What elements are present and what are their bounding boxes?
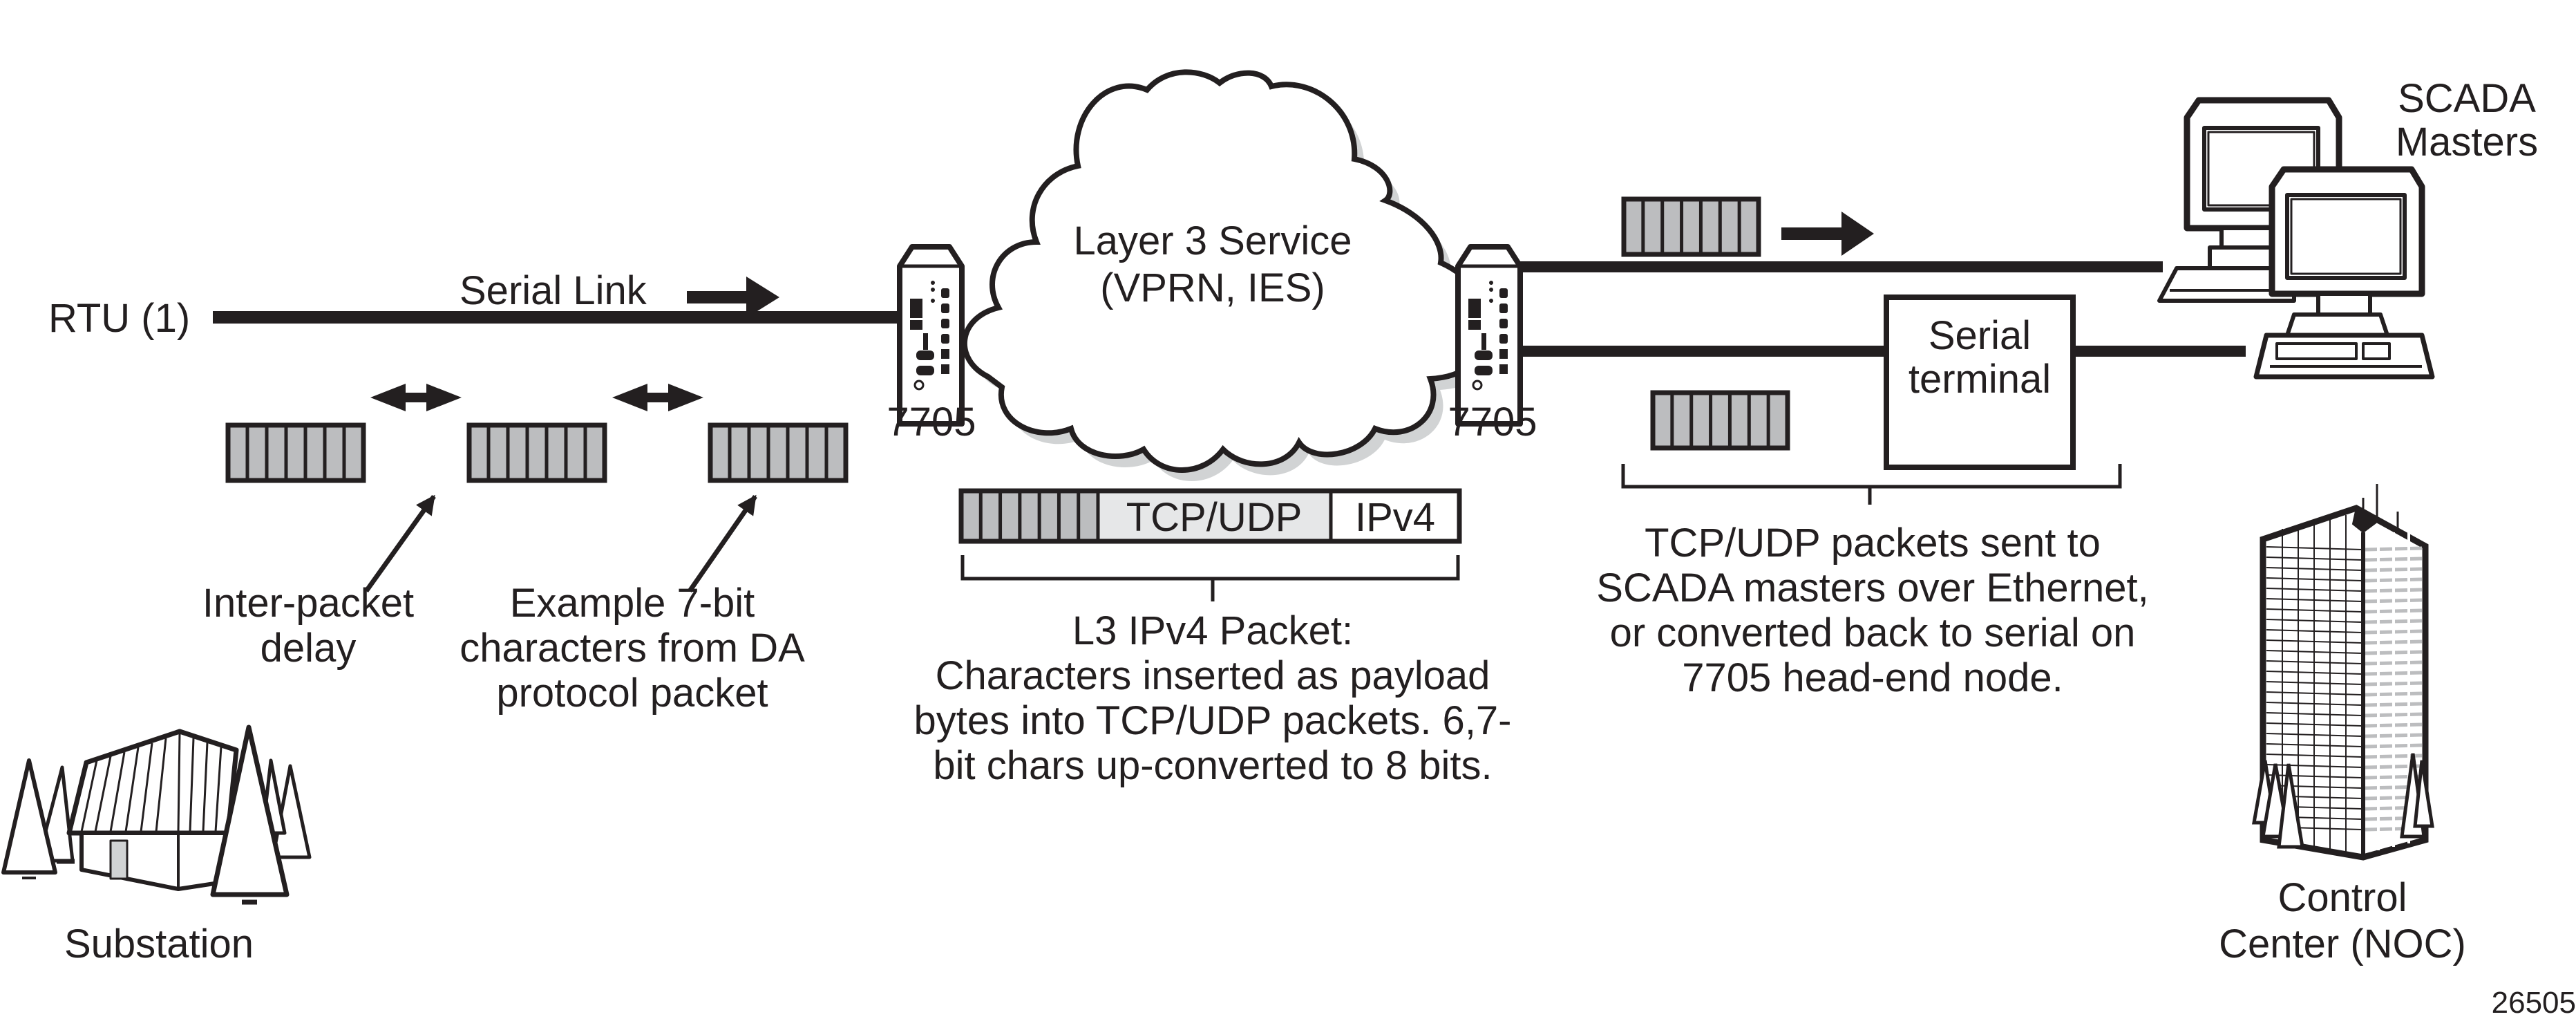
svg-text:7705 head-end node.: 7705 head-end node. bbox=[1682, 655, 2063, 700]
serial-character-packet bbox=[225, 422, 366, 483]
svg-text:or converted back to serial on: or converted back to serial on bbox=[1610, 610, 2136, 655]
example-chars-caption: Example 7-bit characters from DA protoco… bbox=[460, 581, 805, 716]
inter-packet-delay-arrow-icon bbox=[612, 384, 703, 411]
scada-masters-label: SCADA Masters bbox=[2396, 76, 2538, 165]
left-node-label: 7705 bbox=[887, 400, 976, 445]
svg-text:Serial: Serial bbox=[1929, 313, 2031, 358]
serial-character-packet bbox=[1650, 390, 1790, 451]
l3-ipv4-packet: TCP/UDP IPv4 bbox=[958, 488, 1462, 544]
svg-text:bit chars up-converted to 8 bi: bit chars up-converted to 8 bits. bbox=[933, 743, 1492, 788]
packet-field-tcp-udp: TCP/UDP bbox=[1126, 495, 1303, 540]
delivery-caption: TCP/UDP packets sent to SCADA masters ov… bbox=[1596, 521, 2148, 700]
svg-text:SCADA masters over Ethernet,: SCADA masters over Ethernet, bbox=[1596, 565, 2148, 610]
svg-text:Characters inserted as payload: Characters inserted as payload bbox=[936, 653, 1490, 698]
serial-terminal-box: Serial terminal bbox=[1884, 295, 2076, 470]
svg-text:protocol packet: protocol packet bbox=[496, 671, 768, 716]
svg-text:delay: delay bbox=[261, 626, 357, 671]
serial-link-label: Serial Link bbox=[460, 268, 647, 313]
inter-packet-delay-arrow-icon bbox=[370, 384, 462, 411]
cloud-title-line-1: Layer 3 Service bbox=[1074, 218, 1352, 263]
packet-field-ipv4: IPv4 bbox=[1355, 495, 1435, 540]
svg-text:Inter-packet: Inter-packet bbox=[202, 581, 414, 626]
delivery-bracket bbox=[1621, 464, 2122, 505]
example-chars-pointer-arrow bbox=[688, 494, 757, 592]
serial-character-packet bbox=[466, 422, 607, 483]
packet-bracket bbox=[960, 555, 1460, 601]
svg-text:TCP/UDP packets sent to: TCP/UDP packets sent to bbox=[1645, 521, 2101, 565]
packet-caption: L3 IPv4 Packet: Characters inserted as p… bbox=[913, 608, 1511, 788]
figure-id: 26505 bbox=[2492, 986, 2576, 1019]
substation-label: Substation bbox=[64, 922, 254, 966]
substation-icon bbox=[1, 724, 312, 905]
serial-character-packet bbox=[708, 422, 849, 483]
rtu-label: RTU (1) bbox=[48, 296, 190, 341]
svg-text:Center (NOC): Center (NOC) bbox=[2219, 922, 2466, 966]
router-7705-left-icon bbox=[897, 244, 965, 427]
router-7705-right-icon bbox=[1455, 244, 1523, 427]
control-center-building-icon bbox=[2252, 484, 2434, 861]
svg-text:bytes into TCP/UDP packets. 6,: bytes into TCP/UDP packets. 6,7- bbox=[913, 698, 1511, 743]
svg-text:Control: Control bbox=[2278, 875, 2407, 920]
scada-master-computer-icon bbox=[2253, 166, 2435, 380]
svg-text:L3 IPv4 Packet:: L3 IPv4 Packet: bbox=[1072, 608, 1353, 653]
serial-link-direction-arrow-icon bbox=[687, 277, 779, 318]
svg-text:Masters: Masters bbox=[2396, 120, 2538, 165]
svg-text:terminal: terminal bbox=[1909, 357, 2051, 402]
ethernet-tcp-udp-packet bbox=[1621, 196, 1761, 257]
payload-characters bbox=[961, 491, 1098, 541]
svg-text:characters from DA: characters from DA bbox=[460, 626, 805, 671]
right-node-label: 7705 bbox=[1448, 400, 1537, 445]
svg-text:Example 7-bit: Example 7-bit bbox=[510, 581, 755, 626]
inter-packet-caption: Inter-packet delay bbox=[202, 581, 414, 671]
svg-text:SCADA: SCADA bbox=[2398, 76, 2536, 121]
ethernet-direction-arrow-icon bbox=[1781, 212, 1874, 256]
layer3-service-cloud bbox=[962, 69, 1497, 481]
inter-packet-pointer-arrow bbox=[364, 494, 436, 593]
control-center-label: Control Center (NOC) bbox=[2219, 875, 2466, 966]
cloud-title-line-2: (VPRN, IES) bbox=[1100, 265, 1325, 310]
